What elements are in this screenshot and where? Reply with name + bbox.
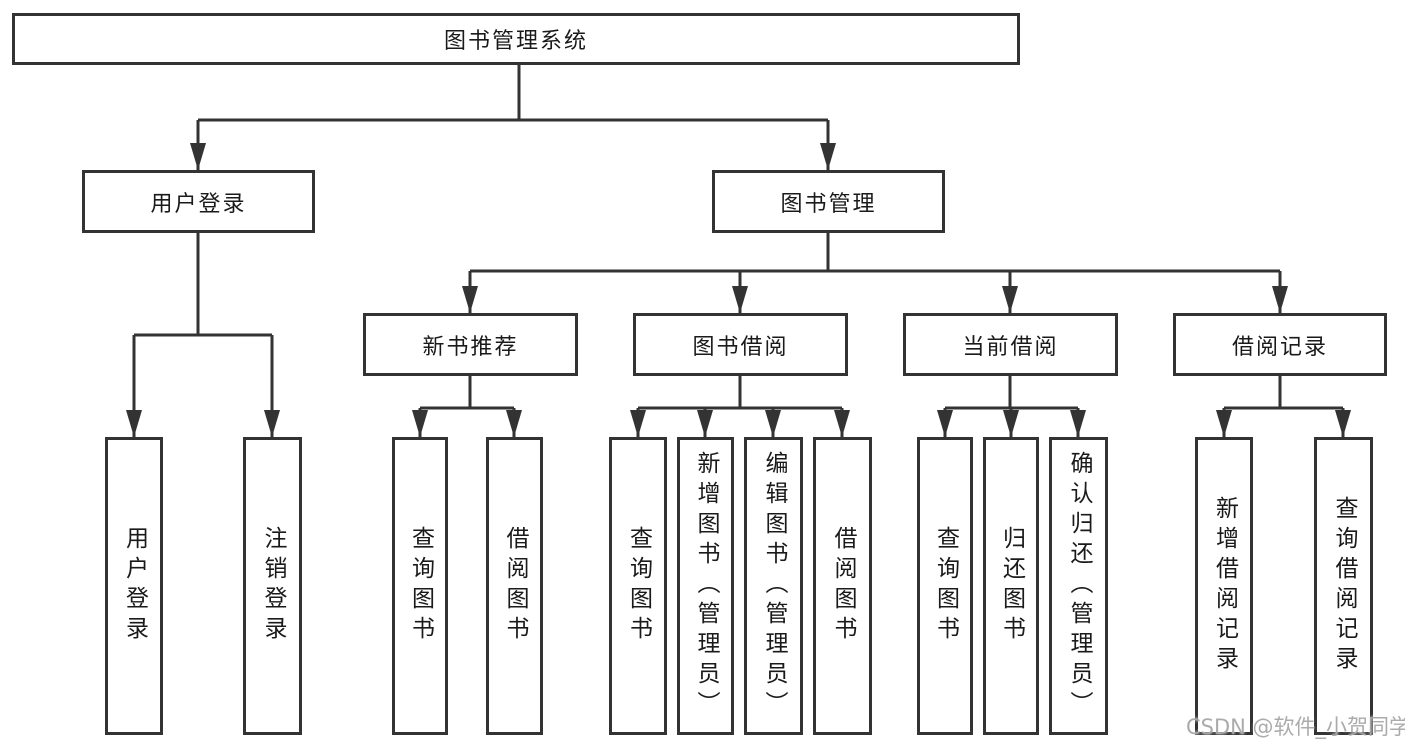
arrowhead-icon — [506, 410, 522, 437]
arrowhead-icon — [1003, 410, 1019, 437]
node-leaf-query-books-borrowing: 查询图书 — [609, 437, 667, 735]
node-leaf-add-borrow-record: 新增借阅记录 — [1195, 437, 1253, 735]
csdn-watermark: CSDN @软件_小贺同学 — [1186, 715, 1405, 739]
node-leaf-return-book: 归还图书 — [983, 437, 1039, 735]
arrowhead-icon — [765, 410, 781, 437]
arrowhead-icon — [1070, 410, 1086, 437]
connector-book-borrowing-children — [636, 376, 844, 437]
node-leaf-logout: 注销登录 — [243, 437, 302, 735]
node-new-book-recommend: 新书推荐 — [363, 313, 578, 376]
arrowhead-icon — [732, 286, 748, 313]
node-leaf-edit-book-admin: 编辑图书（管理员） — [744, 437, 803, 735]
node-book-management: 图书管理 — [712, 170, 945, 233]
node-leaf-query-borrow-record-label: 查询借阅记录 — [1331, 496, 1357, 676]
node-leaf-query-books-current-label: 查询图书 — [932, 526, 959, 646]
node-leaf-confirm-return-admin-label: 确认归还（管理员） — [1066, 451, 1092, 721]
node-leaf-add-borrow-record-label: 新增借阅记录 — [1211, 496, 1238, 676]
arrowhead-icon — [126, 410, 142, 437]
node-leaf-query-books-current: 查询图书 — [917, 437, 973, 735]
node-leaf-borrow-books-recommend-label: 借阅图书 — [502, 526, 528, 646]
node-leaf-return-book-label: 归还图书 — [998, 526, 1025, 646]
node-leaf-add-book-admin: 新增图书（管理员） — [677, 437, 734, 735]
arrowhead-icon — [1335, 410, 1351, 437]
arrowhead-icon — [190, 143, 206, 170]
arrowhead-icon — [264, 410, 280, 437]
arrowhead-icon — [1002, 286, 1018, 313]
node-leaf-borrow-books: 借阅图书 — [813, 437, 872, 735]
arrowhead-icon — [1272, 286, 1288, 313]
arrowhead-icon — [462, 286, 478, 313]
node-leaf-confirm-return-admin: 确认归还（管理员） — [1049, 437, 1108, 735]
node-root: 图书管理系统 — [12, 13, 1020, 65]
connector-borrowing-records-children — [1222, 376, 1345, 437]
node-root-label: 图书管理系统 — [443, 29, 588, 54]
node-leaf-query-books-recommend: 查询图书 — [392, 437, 448, 735]
node-leaf-add-book-admin-label: 新增图书（管理员） — [693, 451, 719, 721]
node-leaf-query-books-borrowing-label: 查询图书 — [625, 526, 652, 646]
node-leaf-logout-label: 注销登录 — [260, 526, 286, 646]
connector-new-book-recommend-children — [418, 376, 516, 437]
node-new-book-recommend-label: 新书推荐 — [422, 334, 519, 360]
node-borrowing-records: 借阅记录 — [1173, 313, 1387, 376]
node-user-login: 用户登录 — [82, 170, 315, 233]
node-leaf-query-borrow-record: 查询借阅记录 — [1314, 437, 1373, 735]
arrowhead-icon — [412, 410, 428, 437]
node-book-management-label: 图书管理 — [780, 191, 877, 217]
arrowhead-icon — [1216, 410, 1232, 437]
arrowhead-icon — [630, 410, 646, 437]
arrowhead-icon — [697, 410, 713, 437]
node-user-login-label: 用户登录 — [150, 191, 247, 217]
node-book-borrowing: 图书借阅 — [633, 313, 848, 376]
arrowhead-icon — [820, 143, 836, 170]
connector-user-login-children — [132, 233, 274, 437]
node-book-borrowing-label: 图书借阅 — [692, 334, 789, 360]
node-current-borrowing: 当前借阅 — [903, 313, 1118, 376]
node-current-borrowing-label: 当前借阅 — [962, 334, 1059, 360]
node-leaf-query-books-recommend-label: 查询图书 — [407, 526, 434, 646]
arrowhead-icon — [937, 410, 953, 437]
node-leaf-borrow-books-label: 借阅图书 — [830, 526, 856, 646]
node-leaf-login-label: 用户登录 — [121, 526, 148, 646]
node-borrowing-records-label: 借阅记录 — [1231, 334, 1328, 360]
arrowhead-icon — [834, 410, 850, 437]
connector-book-management-children — [468, 233, 1282, 313]
node-leaf-login: 用户登录 — [105, 437, 163, 735]
connector-root-to-level2 — [196, 65, 830, 170]
node-leaf-borrow-books-recommend: 借阅图书 — [486, 437, 543, 735]
node-leaf-edit-book-admin-label: 编辑图书（管理员） — [761, 451, 787, 721]
